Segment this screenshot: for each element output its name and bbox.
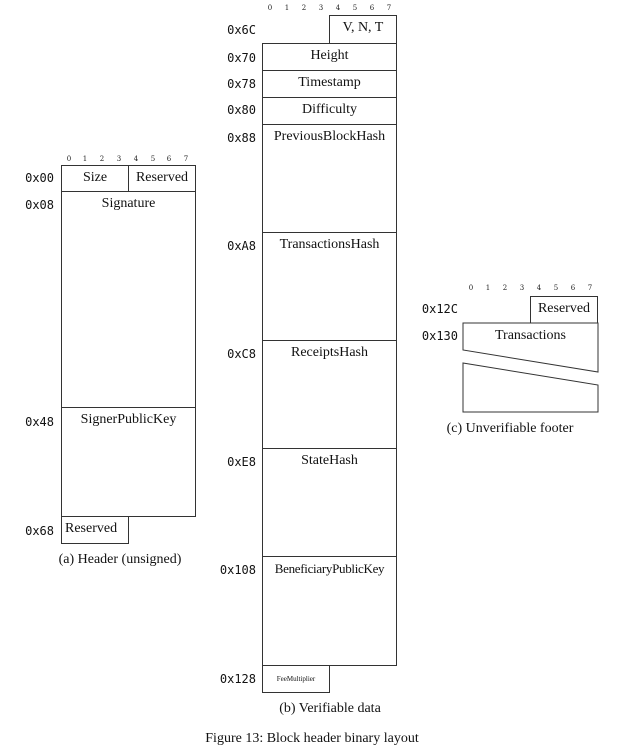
field-label: SignerPublicKey [80,412,177,427]
bit-label: 4 [335,4,341,12]
offset-label: 0x88 [227,131,256,145]
figure-caption: Figure 13: Block header binary layout [205,731,419,746]
field-footer-reserved: Reserved [530,296,598,324]
field-label: BeneficiaryPublicKey [274,561,385,576]
field-label: ReceiptsHash [291,345,368,360]
field-label: Reserved [135,170,189,185]
field-label: Height [310,48,349,63]
field-label: Difficulty [302,102,357,117]
bit-label: 4 [536,284,542,292]
offset-label: 0x6C [227,23,256,37]
bit-label: 7 [386,4,392,12]
offset-label: 0x108 [219,563,256,577]
bit-label: 1 [284,4,290,12]
offset-label: 0xA8 [227,239,256,253]
field-label: V, N, T [342,20,384,35]
bit-label: 3 [318,4,324,12]
field-label: FeeMultiplier [276,675,316,683]
bit-label: 1 [485,284,491,292]
transactions-block-top [462,322,599,373]
field-timestamp: Timestamp [262,70,397,98]
field-state-hash: StateHash [262,448,397,557]
bit-label: 2 [502,284,508,292]
field-label: Signature [101,196,156,211]
bit-label: 0 [267,4,273,12]
offset-label: 0x68 [25,524,54,538]
field-size: Size [61,165,129,192]
offset-label: 0x70 [227,51,256,65]
bit-label: 3 [519,284,525,292]
offset-label: 0xE8 [227,455,256,469]
field-label: StateHash [301,453,358,468]
verifiable-caption: (b) Verifiable data [279,701,381,716]
bit-label: 5 [352,4,358,12]
field-height: Height [262,43,397,71]
bit-label: 5 [150,155,156,163]
field-transactions-hash: TransactionsHash [262,232,397,341]
field-transactions: Transactions [494,328,567,343]
bit-label: 3 [116,155,122,163]
field-signer-public-key: SignerPublicKey [61,407,196,517]
offset-label: 0xC8 [227,347,256,361]
offset-label: 0x48 [25,415,54,429]
bit-label: 2 [301,4,307,12]
transactions-torn-block [462,322,599,413]
field-label: Reserved [65,521,118,536]
field-receipts-hash: ReceiptsHash [262,340,397,449]
field-label: TransactionsHash [279,237,380,252]
field-reserved-2: Reserved [61,516,129,544]
field-signature: Signature [61,191,196,408]
footer-caption: (c) Unverifiable footer [446,421,574,436]
offset-label: 0x128 [219,672,256,686]
bit-label: 6 [369,4,375,12]
field-label: Reserved [537,301,591,316]
bit-label: 2 [99,155,105,163]
offset-label: 0x80 [227,103,256,117]
header-caption: (a) Header (unsigned) [58,552,182,567]
bit-label: 7 [587,284,593,292]
bit-label: 5 [553,284,559,292]
bit-label: 6 [570,284,576,292]
field-label: PreviousBlockHash [273,129,386,144]
field-beneficiary-public-key: BeneficiaryPublicKey [262,556,397,666]
offset-label: 0x08 [25,198,54,212]
bit-label: 1 [82,155,88,163]
offset-label: 0x130 [421,329,458,343]
field-label: Size [82,170,108,185]
field-label: Timestamp [298,75,361,90]
offset-label: 0x12C [421,302,458,316]
field-version-network-type: V, N, T [329,15,397,44]
field-difficulty: Difficulty [262,97,397,125]
bit-label: 0 [468,284,474,292]
transactions-block-bottom [462,362,599,413]
bit-label: 0 [66,155,72,163]
bit-label: 4 [133,155,139,163]
offset-label: 0x78 [227,77,256,91]
bit-label: 6 [166,155,172,163]
offset-label: 0x00 [25,171,54,185]
field-previous-block-hash: PreviousBlockHash [262,124,397,233]
bit-label: 7 [183,155,189,163]
field-fee-multiplier: FeeMultiplier [262,665,330,693]
field-reserved: Reserved [128,165,196,192]
